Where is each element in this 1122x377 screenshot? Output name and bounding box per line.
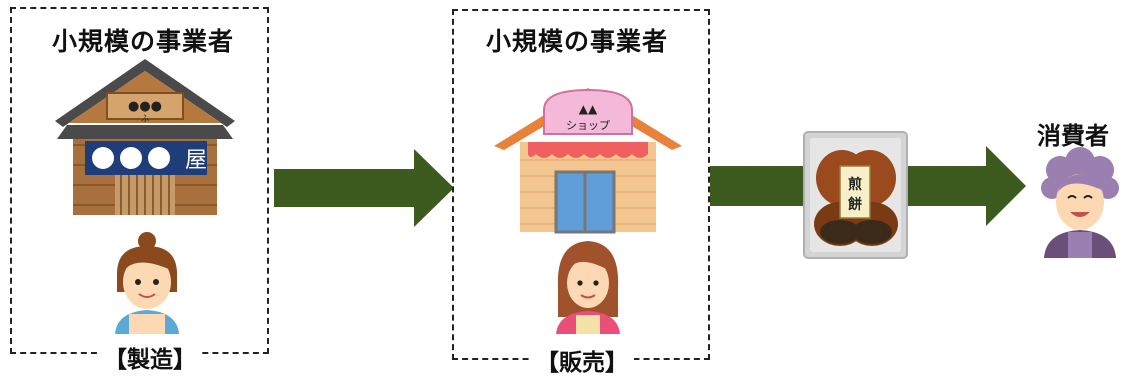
consumer-elderly-woman-icon <box>1041 147 1119 258</box>
manufacturer-woman-icon <box>115 232 179 334</box>
manufacturer-caption: 【製造】 <box>98 340 202 374</box>
sign-sub: ふ <box>141 114 149 123</box>
senbei-package-icon: 煎 餅 <box>803 131 908 259</box>
retailer-woman-icon <box>556 241 620 334</box>
retailer-caption: 【販売】 <box>530 343 634 377</box>
shop-building-icon: ▲▲ ショップ <box>494 88 682 234</box>
workshop-building-icon: 屋 ●●● ふ <box>55 59 235 215</box>
package-label-1: 煎 <box>848 176 862 193</box>
retailer-title: 小規模の事業者 <box>486 27 669 56</box>
flow-arrow-1 <box>274 149 454 227</box>
sign-mark: ●●● <box>128 99 162 114</box>
manufacturer-title: 小規模の事業者 <box>52 27 235 56</box>
shop-sign-text: ショップ <box>566 119 610 132</box>
package-label-2: 餅 <box>847 196 862 213</box>
shop-sign-mark: ▲▲ <box>579 102 598 116</box>
curtain-mark: 屋 <box>185 148 207 173</box>
consumer-title: 消費者 <box>1037 122 1109 150</box>
